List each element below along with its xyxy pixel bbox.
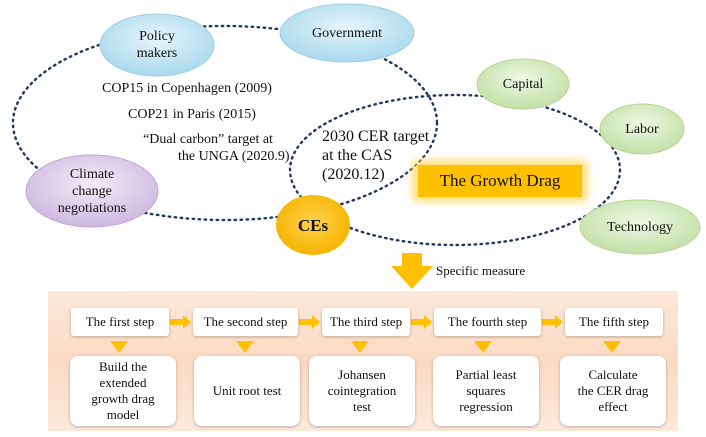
policy-makers-label: Policy makers	[136, 29, 178, 61]
growth-drag-box: The Growth Drag	[418, 165, 582, 197]
capital-label: Capital	[502, 76, 544, 92]
policy-makers-node-shape	[99, 13, 215, 77]
event-cop21: COP21 in Paris (2015)	[128, 107, 256, 122]
step-arrow-icon	[542, 315, 563, 329]
step-2-box: The second step	[193, 308, 298, 336]
down-arrow-icon	[391, 253, 433, 289]
down-triangle-icon	[474, 341, 492, 353]
step-arrow-icon	[170, 315, 191, 329]
step-2-result: Unit root test	[194, 356, 300, 426]
step-1-result: Build the extended growth drag model	[70, 356, 176, 426]
down-triangle-icon	[236, 341, 254, 353]
step-3-result: Johansen cointegration test	[309, 356, 415, 426]
economy-cycle-ring	[288, 93, 622, 247]
cas-target-text: 2030 CER target at the CAS (2020.12)	[322, 128, 430, 183]
technology-label: Technology	[607, 219, 673, 235]
labor-label: Labor	[625, 121, 659, 137]
step-3-box: The third step	[322, 308, 410, 336]
policy-cycle-ring	[11, 24, 439, 222]
labor-node-shape	[599, 103, 685, 155]
capital-node-shape	[476, 58, 570, 110]
climate-node-shape	[25, 154, 159, 228]
down-triangle-icon	[110, 341, 128, 353]
climate-negotiations-label: Climate change negotiations	[57, 166, 127, 216]
technology-node-shape	[579, 199, 701, 255]
down-triangle-icon	[603, 341, 621, 353]
step-arrow-icon	[299, 315, 320, 329]
event-cop15: COP15 in Copenhagen (2009)	[102, 81, 272, 96]
government-label: Government	[312, 25, 382, 41]
step-arrow-icon	[411, 315, 432, 329]
ces-node-shape	[276, 195, 350, 255]
step-4-box: The fourth step	[434, 308, 541, 336]
event-dual-carbon-line1: “Dual carbon” target at	[143, 132, 273, 147]
down-triangle-icon	[351, 341, 369, 353]
specific-measure-label: Specific measure	[436, 263, 526, 278]
government-node-shape	[279, 3, 415, 63]
step-1-box: The first step	[71, 308, 169, 336]
step-5-result: Calculate the CER drag effect	[560, 356, 666, 426]
step-4-result: Partial least squares regression	[433, 356, 539, 426]
ces-label: CEs	[297, 215, 329, 235]
step-5-box: The fifth step	[565, 308, 663, 336]
event-dual-carbon-line2: the UNGA (2020.9)	[178, 149, 290, 164]
